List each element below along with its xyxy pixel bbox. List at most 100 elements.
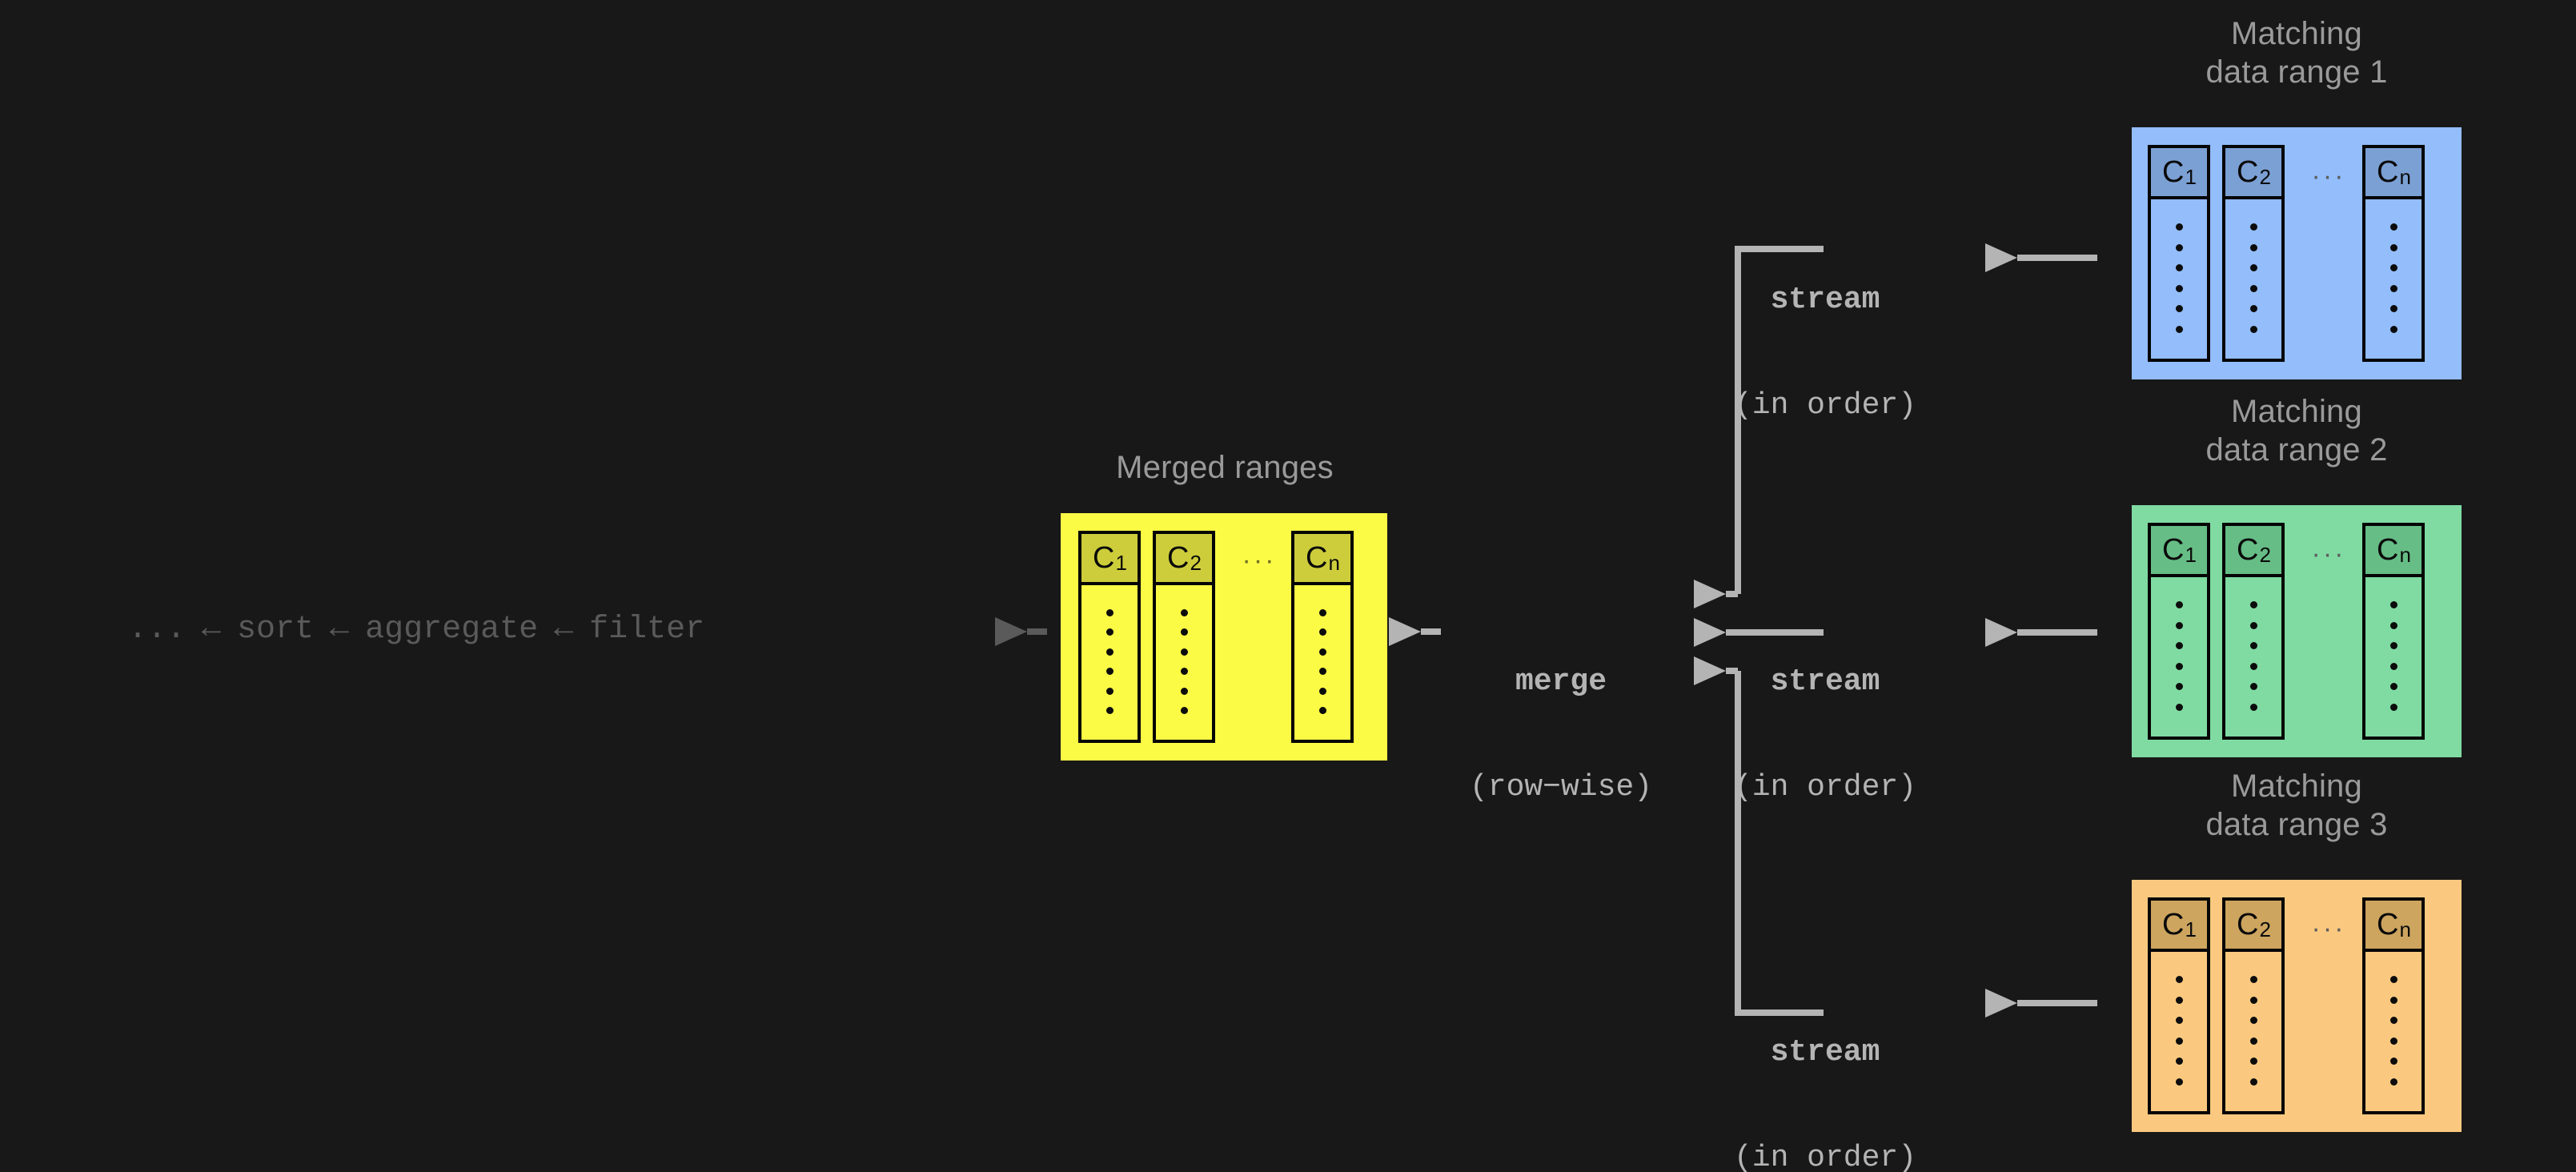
range-2-column-c2-body — [2225, 577, 2281, 737]
arrow-range2-to-stream2 — [1985, 618, 2097, 647]
merge-operation-label: merge (row−wise) — [1433, 594, 1689, 876]
range-2-c1-row-dots — [2151, 577, 2207, 737]
query-pipeline: ... ← sort ← aggregate ← filter — [128, 612, 704, 648]
range-1-cn-label: C — [2377, 155, 2399, 189]
range-1-c2-label: C — [2237, 155, 2259, 189]
range-2-column-cn-body — [2365, 577, 2422, 737]
range-2-c2-label: C — [2237, 533, 2259, 567]
range-2-cn-subscript: n — [2399, 543, 2411, 567]
range-3-cn-subscript: n — [2399, 917, 2411, 941]
stream-2-label-primary: stream — [1770, 664, 1880, 699]
merged-ranges-caption: Merged ranges — [1116, 450, 1334, 485]
range-3-column-cn-body — [2365, 952, 2422, 1111]
range-3-c1-subscript: 1 — [2185, 917, 2197, 941]
range-2-cn-label: C — [2377, 533, 2399, 567]
range-1-c2-subscript: 2 — [2259, 165, 2271, 189]
merged-cn-subscript: n — [1328, 551, 1340, 575]
range-1-cn-row-dots — [2365, 199, 2422, 359]
stream-1-label-primary: stream — [1770, 283, 1880, 317]
range-3-column-c2-body — [2225, 952, 2281, 1111]
pipeline-arrow-icon-3: ← — [554, 612, 574, 648]
merged-columns-ellipsis-icon: ··· — [1242, 545, 1277, 576]
range-3-cn-label: C — [2377, 908, 2399, 941]
stream-2-label: stream (in order) — [1689, 594, 1961, 876]
merged-column-cn-body — [1294, 585, 1350, 740]
merge-label-primary: merge — [1515, 664, 1607, 699]
pipeline-stage-aggregate[interactable]: aggregate — [365, 612, 539, 648]
range-2-c2-row-dots — [2225, 577, 2281, 737]
range-1-c2-row-dots — [2225, 199, 2281, 359]
range-2-c1-subscript: 1 — [2185, 543, 2197, 567]
range-1-caption: Matching data range 1 — [2205, 16, 2388, 90]
merged-c2-subscript: 2 — [1190, 551, 1202, 575]
range-1-column-c1-body — [2151, 199, 2207, 359]
stream-1-label: stream (in order) — [1689, 212, 1961, 494]
merged-column-c2-body — [1156, 585, 1212, 740]
range-3-cn-row-dots — [2365, 952, 2422, 1111]
stream-3-label: stream (in order) — [1689, 965, 1961, 1172]
range-3-c1-row-dots — [2151, 952, 2207, 1111]
merged-column-c1-body — [1081, 585, 1138, 740]
stream-1-label-secondary: (in order) — [1733, 388, 1917, 423]
merged-c1-label: C — [1093, 541, 1115, 575]
arrow-merged-to-filter — [995, 617, 1047, 646]
pipeline-stage-ellipsis: ... — [128, 612, 187, 648]
range-2-caption: Matching data range 2 — [2205, 394, 2388, 468]
stream-3-label-primary: stream — [1770, 1035, 1880, 1070]
merged-cn-row-dots — [1294, 585, 1350, 740]
merged-cn-label: C — [1306, 541, 1328, 575]
stream-2-label-secondary: (in order) — [1733, 770, 1917, 805]
merged-c1-subscript: 1 — [1115, 551, 1127, 575]
pipeline-stage-filter[interactable]: filter — [589, 612, 705, 648]
range-1-cn-subscript: n — [2399, 165, 2411, 189]
range-3-c1-label: C — [2162, 908, 2185, 941]
pipeline-arrow-icon-1: ← — [202, 612, 222, 648]
range-3-c2-subscript: 2 — [2259, 917, 2271, 941]
range-2-columns-ellipsis-icon: ··· — [2311, 539, 2346, 569]
range-1-c1-subscript: 1 — [2185, 165, 2197, 189]
range-1-c1-row-dots — [2151, 199, 2207, 359]
range-3-c2-row-dots — [2225, 952, 2281, 1111]
merged-c2-row-dots — [1156, 585, 1212, 740]
range-3-caption: Matching data range 3 — [2205, 769, 2388, 842]
arrow-range3-to-stream3 — [1985, 989, 2097, 1017]
merged-c2-label: C — [1167, 541, 1190, 575]
range-1-columns-ellipsis-icon: ··· — [2311, 161, 2346, 191]
pipeline-stage-sort[interactable]: sort — [237, 612, 315, 648]
stream-3-label-secondary: (in order) — [1733, 1141, 1917, 1172]
range-2-cn-row-dots — [2365, 577, 2422, 737]
range-2-column-c1-body — [2151, 577, 2207, 737]
merged-c1-row-dots — [1081, 585, 1138, 740]
arrow-range1-to-stream1 — [1985, 243, 2097, 272]
range-3-columns-ellipsis-icon: ··· — [2311, 913, 2346, 944]
range-1-column-cn-body — [2365, 199, 2422, 359]
range-3-c2-label: C — [2237, 908, 2259, 941]
range-2-c1-label: C — [2162, 533, 2185, 567]
pipeline-arrow-icon-2: ← — [330, 612, 350, 648]
range-1-c1-label: C — [2162, 155, 2185, 189]
